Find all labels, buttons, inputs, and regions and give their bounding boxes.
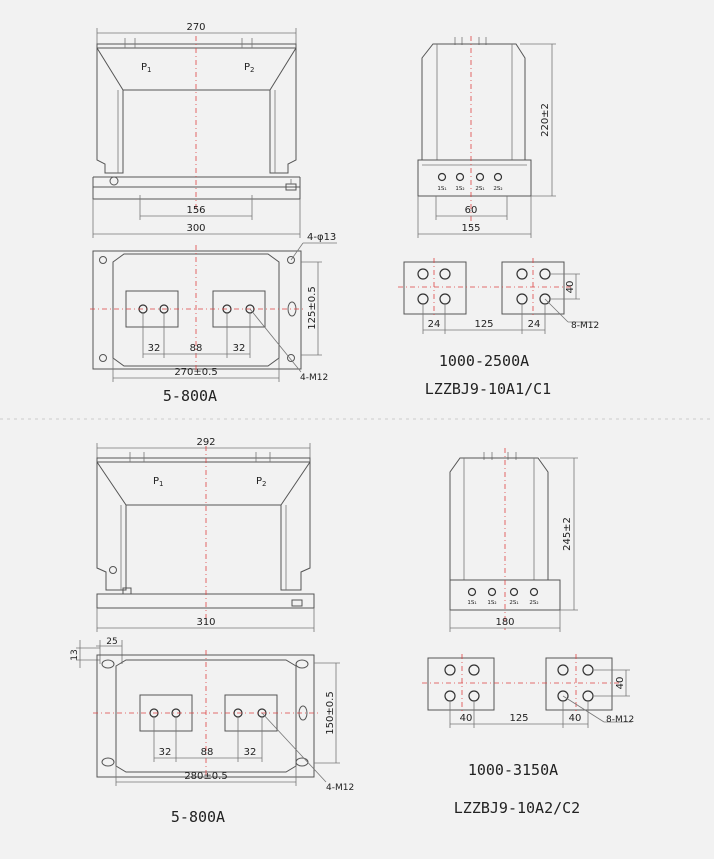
busbar1-dim-24a: 24 xyxy=(428,319,441,330)
side1-term-4: 2S₂ xyxy=(493,186,502,192)
side1-width-label: 155 xyxy=(461,223,480,234)
plan1-spacing-88: 88 xyxy=(190,343,203,354)
plan2-bolts-label: 4-M12 xyxy=(326,783,354,793)
range-small-1: 5-800A xyxy=(163,387,217,405)
side-view-2: 1S₁ 1S₂ 2S₁ 2S₂ 245±2 180 xyxy=(449,448,578,632)
front2-p2-label: P xyxy=(256,476,262,487)
range-large-2: 1000-3150A xyxy=(468,761,558,779)
front2-p1-sub: 1 xyxy=(159,480,163,488)
front2-width-label: 292 xyxy=(196,437,215,448)
plan1-spacing-32b: 32 xyxy=(233,343,246,354)
side1-height-label: 220±2 xyxy=(540,103,551,137)
busbar1-dim-125: 125 xyxy=(474,319,493,330)
plan1-spacing-32a: 32 xyxy=(148,343,161,354)
front2-base-width-label: 310 xyxy=(196,617,215,628)
busbar1-dim-24b: 24 xyxy=(528,319,541,330)
side1-term-1: 1S₁ xyxy=(437,186,446,192)
model-1: LZZBJ9-10A1/C1 xyxy=(425,380,551,398)
front1-width-label: 270 xyxy=(186,22,205,33)
side2-term-1: 1S₁ xyxy=(467,600,476,606)
busbar2-bolts-label: 8-M12 xyxy=(606,715,634,725)
side-view-1: 1S₁ 1S₂ 2S₁ 2S₂ 220±2 60 155 xyxy=(417,36,556,238)
front1-p1-label: P xyxy=(141,62,147,73)
busbar1-bolts-label: 8-M12 xyxy=(571,321,599,331)
busbar2-dim-40b: 40 xyxy=(569,713,582,724)
plan2-spacing-88: 88 xyxy=(201,747,214,758)
front2-p2-sub: 2 xyxy=(262,480,266,488)
plan2-width-label: 280±0.5 xyxy=(184,771,227,782)
side2-width-label: 180 xyxy=(495,617,514,628)
busbar2-dim-40v: 40 xyxy=(615,677,626,690)
side2-term-4: 2S₂ xyxy=(529,600,538,606)
svg-text:P1: P1 xyxy=(153,476,164,488)
busbar2-dim-125: 125 xyxy=(509,713,528,724)
front1-p2-sub: 2 xyxy=(250,66,254,74)
plan2-spacing-32b: 32 xyxy=(244,747,257,758)
plan1-bolts-label: 4-M12 xyxy=(300,373,328,383)
plan1-width-label: 270±0.5 xyxy=(174,367,217,378)
range-small-2: 5-800A xyxy=(171,808,225,826)
front1-base-spacing-label: 156 xyxy=(186,205,205,216)
side1-term-2: 1S₂ xyxy=(455,186,464,192)
side2-term-3: 2S₁ xyxy=(509,600,518,606)
plan2-height-label: 150±0.5 xyxy=(325,691,336,734)
plan2-slot-25: 25 xyxy=(106,637,117,647)
busbar2-dim-40a: 40 xyxy=(460,713,473,724)
model-2: LZZBJ9-10A2/C2 xyxy=(454,799,580,817)
front1-p1-sub: 1 xyxy=(147,66,151,74)
busbar1-dim-40: 40 xyxy=(565,281,576,294)
busbar-1: 40 24 125 24 8-M12 xyxy=(398,258,599,334)
side1-spacing-label: 60 xyxy=(465,205,478,216)
busbar-2: 40 40 125 40 8-M12 xyxy=(422,654,634,728)
svg-text:P1: P1 xyxy=(141,62,152,74)
plan1-mount-holes-label: 4-φ13 xyxy=(307,232,336,243)
svg-text:P2: P2 xyxy=(244,62,255,74)
front2-p1-label: P xyxy=(153,476,159,487)
plan1-height-label: 125±0.5 xyxy=(307,286,318,329)
front-view-1: 270 P1 P2 156 300 xyxy=(92,22,301,238)
side2-term-2: 1S₂ xyxy=(487,600,496,606)
side2-height-label: 245±2 xyxy=(562,517,573,551)
front1-base-width-label: 300 xyxy=(186,223,205,234)
svg-text:P2: P2 xyxy=(256,476,267,488)
plan2-spacing-32a: 32 xyxy=(159,747,172,758)
plan-view-1: 4-φ13 125±0.5 32 88 32 270±0.5 4-M12 xyxy=(90,232,337,383)
side1-term-3: 2S₁ xyxy=(475,186,484,192)
range-large-1: 1000-2500A xyxy=(439,352,529,370)
plan-view-2: 13 25 150±0.5 32 88 32 280±0.5 4-M12 xyxy=(70,637,354,793)
front-view-2: 292 P1 P2 310 xyxy=(96,437,315,632)
plan2-slot-13: 13 xyxy=(70,649,80,660)
front1-p2-label: P xyxy=(244,62,250,73)
